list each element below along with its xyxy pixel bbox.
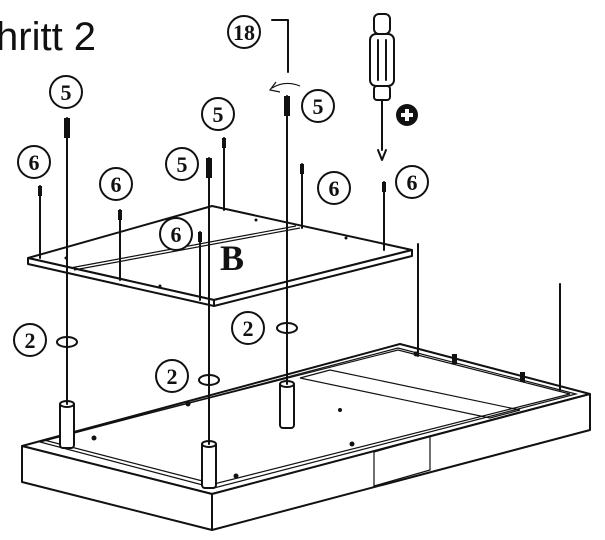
svg-text:6: 6 — [29, 150, 40, 175]
callout-18: 18 — [227, 15, 261, 49]
callout-2: 2 — [155, 359, 189, 393]
rotate-arrow-icon — [268, 81, 301, 93]
screwdriver-icon — [369, 13, 395, 161]
hex-key-icon — [271, 19, 289, 73]
post-left — [59, 400, 75, 449]
svg-text:2: 2 — [167, 364, 178, 389]
step-title: hritt 2 — [0, 15, 96, 59]
callout-2: 2 — [231, 311, 265, 345]
svg-text:6: 6 — [111, 172, 122, 197]
callout-6: 6 — [395, 165, 429, 199]
callout-6: 6 — [159, 217, 193, 251]
svg-text:2: 2 — [25, 328, 36, 353]
callout-6: 6 — [17, 145, 51, 179]
peg — [520, 372, 525, 382]
long-screw — [284, 96, 290, 116]
callout-5: 5 — [49, 75, 83, 109]
long-screw — [206, 158, 212, 178]
short-screw — [222, 137, 226, 211]
svg-text:6: 6 — [407, 170, 418, 195]
short-screw — [118, 209, 122, 281]
peg — [452, 354, 457, 364]
short-screw — [38, 185, 42, 259]
callout-2: 2 — [13, 323, 47, 357]
callout-6: 5 — [201, 97, 235, 131]
callout-5: 5 — [165, 147, 199, 181]
short-screw — [300, 163, 304, 229]
short-screw — [382, 181, 386, 251]
callout-6: 6 — [317, 171, 351, 205]
callout-6: 6 — [99, 167, 133, 201]
phillips-head-icon — [396, 104, 418, 126]
svg-text:2: 2 — [243, 316, 254, 341]
svg-text:5: 5 — [177, 152, 188, 177]
callout-5: 5 — [301, 89, 335, 123]
post-back — [279, 380, 295, 429]
panel-label: B — [220, 238, 244, 278]
svg-text:5: 5 — [61, 80, 72, 105]
svg-text:6: 6 — [171, 222, 182, 247]
short-screw — [198, 231, 202, 301]
post-middle — [201, 440, 217, 489]
base-frame — [21, 343, 591, 531]
long-screw — [64, 118, 70, 138]
svg-text:6: 6 — [329, 176, 340, 201]
svg-text:18: 18 — [233, 20, 255, 45]
svg-text:5: 5 — [313, 94, 324, 119]
svg-text:5: 5 — [213, 102, 224, 127]
